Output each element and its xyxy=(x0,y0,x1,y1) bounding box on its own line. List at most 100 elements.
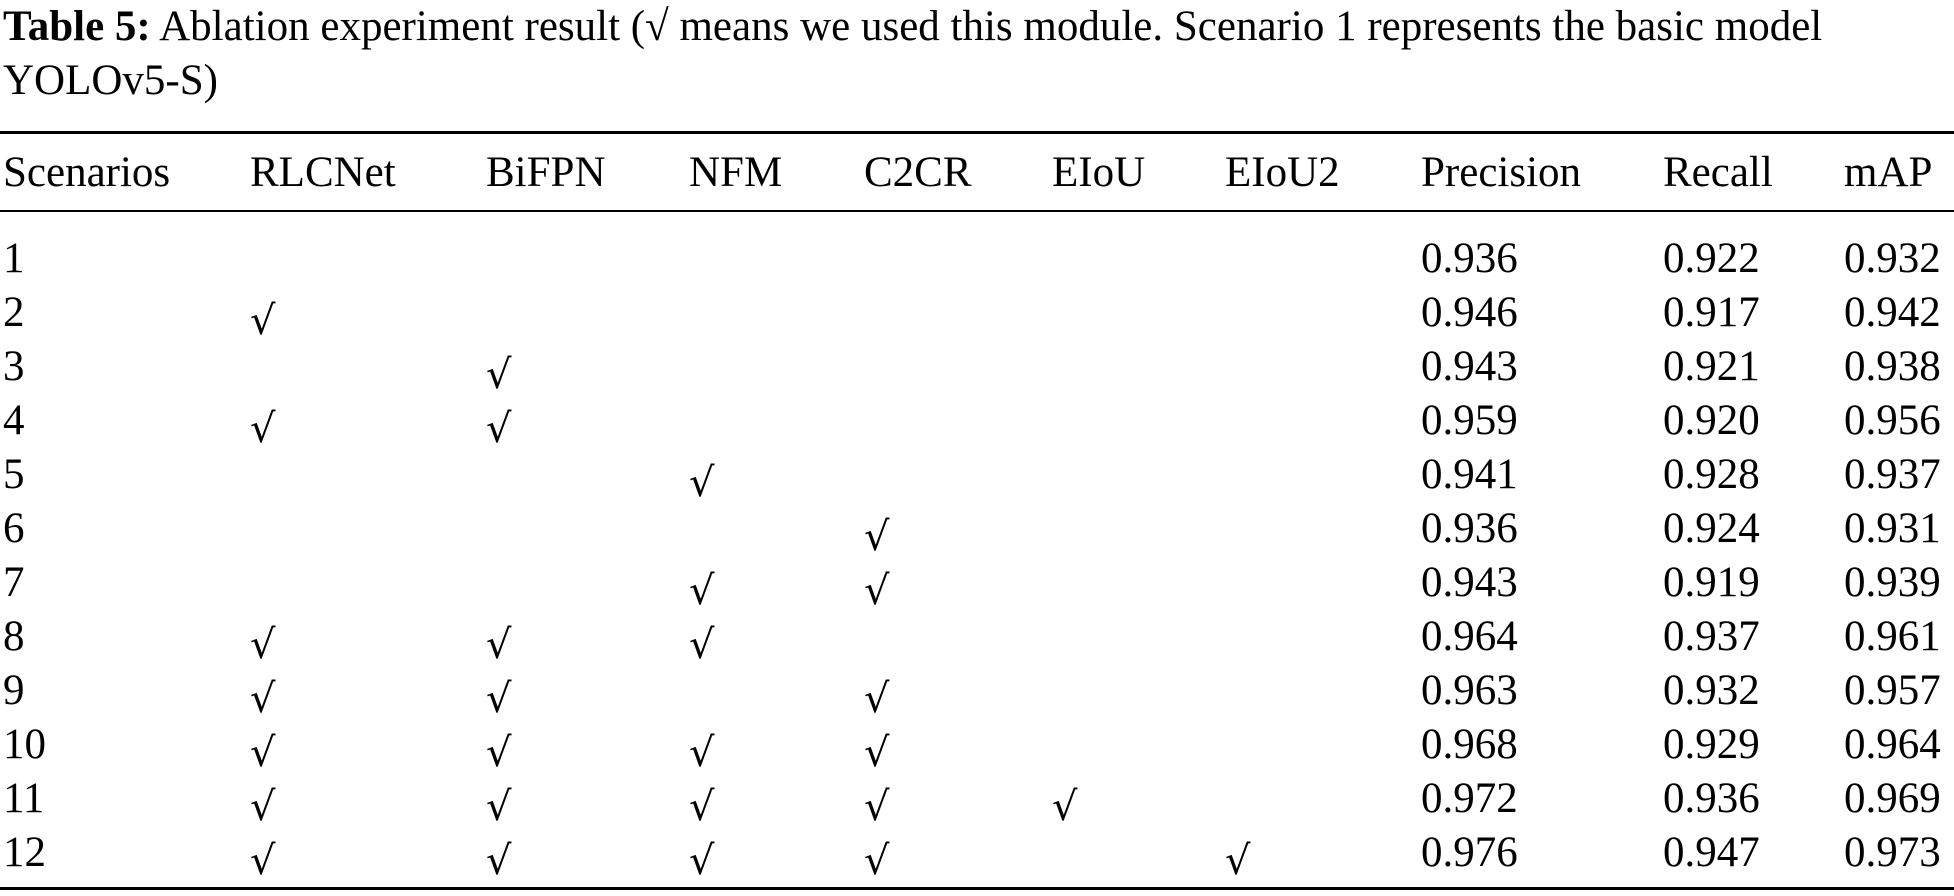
cell-value: 0.956 xyxy=(1844,397,1941,444)
header-row: Scenarios RLCNet BiFPN NFM C2CR EIoU EIo… xyxy=(0,134,1954,210)
metric-cell: 0.972 xyxy=(1421,772,1663,826)
metric-cell: 0.961 xyxy=(1844,610,1954,664)
module-cell xyxy=(689,340,864,394)
module-cell: √ xyxy=(250,610,486,664)
check-mark-icon: √ xyxy=(250,676,276,718)
module-cell xyxy=(864,610,1052,664)
cell-value: 8 xyxy=(3,613,25,660)
scenario-cell: 11 xyxy=(0,772,250,826)
module-cell: √ xyxy=(250,286,486,340)
module-cell xyxy=(689,664,864,718)
scenario-cell: 4 xyxy=(0,394,250,448)
scenario-cell: 5 xyxy=(0,448,250,502)
check-mark-icon: √ xyxy=(1052,784,1078,826)
cell-value: 0.972 xyxy=(1421,775,1518,822)
module-cell: √ xyxy=(689,826,864,880)
check-mark-icon: √ xyxy=(486,676,512,718)
check-mark-icon: √ xyxy=(864,784,890,826)
check-mark-icon: √ xyxy=(486,406,512,448)
scenario-cell: 3 xyxy=(0,340,250,394)
cell-value: 6 xyxy=(3,505,25,552)
column-header: EIoU xyxy=(1052,148,1146,196)
module-cell: √ xyxy=(689,772,864,826)
scenario-cell: 9 xyxy=(0,664,250,718)
check-mark-icon: √ xyxy=(864,838,890,880)
module-cell: √ xyxy=(1052,772,1225,826)
metric-cell: 0.942 xyxy=(1844,286,1954,340)
metric-cell: 0.932 xyxy=(1844,210,1954,286)
metric-cell: 0.969 xyxy=(1844,772,1954,826)
cell-value: 0.917 xyxy=(1663,289,1760,336)
table-row: 8 √ √ √ 0.964 0.937 0.961 xyxy=(0,610,1954,664)
cell-value: 0.964 xyxy=(1421,613,1518,660)
check-mark-icon: √ xyxy=(250,298,276,340)
check-mark-icon: √ xyxy=(864,730,890,772)
module-cell xyxy=(689,394,864,448)
cell-value: 0.942 xyxy=(1844,289,1941,336)
column-header: mAP xyxy=(1844,148,1933,196)
cell-value: 0.931 xyxy=(1844,505,1941,552)
module-cell xyxy=(1052,502,1225,556)
check-mark-icon: √ xyxy=(689,622,715,664)
module-cell: √ xyxy=(864,772,1052,826)
scenario-cell: 8 xyxy=(0,610,250,664)
cell-value: 5 xyxy=(3,451,25,498)
metric-cell: 0.928 xyxy=(1663,448,1844,502)
module-cell xyxy=(486,556,689,610)
cell-value: 0.937 xyxy=(1663,613,1760,660)
top-rule xyxy=(0,131,1954,134)
check-mark-icon: √ xyxy=(689,460,715,502)
metric-cell: 0.932 xyxy=(1663,664,1844,718)
metric-cell: 0.943 xyxy=(1421,340,1663,394)
metric-cell: 0.946 xyxy=(1421,286,1663,340)
metric-cell: 0.976 xyxy=(1421,826,1663,880)
module-cell: √ xyxy=(486,394,689,448)
module-cell xyxy=(250,502,486,556)
check-mark-icon: √ xyxy=(864,676,890,718)
module-cell: √ xyxy=(486,664,689,718)
cell-value: 0.957 xyxy=(1844,667,1941,714)
check-mark-icon: √ xyxy=(250,622,276,664)
cell-value: 10 xyxy=(3,721,46,768)
module-cell xyxy=(864,340,1052,394)
check-mark-icon: √ xyxy=(689,730,715,772)
check-mark-icon: √ xyxy=(486,730,512,772)
module-cell: √ xyxy=(689,610,864,664)
module-cell xyxy=(1052,826,1225,880)
cell-value: 0.947 xyxy=(1663,829,1760,876)
module-cell xyxy=(689,210,864,286)
metric-cell: 0.936 xyxy=(1421,502,1663,556)
column-header: EIoU2 xyxy=(1225,148,1340,196)
module-cell xyxy=(1052,394,1225,448)
module-cell xyxy=(1052,664,1225,718)
cell-value: 1 xyxy=(3,235,25,282)
module-cell xyxy=(1225,210,1421,286)
module-cell xyxy=(1052,340,1225,394)
cell-value: 9 xyxy=(3,667,25,714)
module-cell xyxy=(1052,718,1225,772)
metric-cell: 0.964 xyxy=(1421,610,1663,664)
module-cell: √ xyxy=(864,502,1052,556)
check-mark-icon: √ xyxy=(250,406,276,448)
check-mark-icon: √ xyxy=(864,568,890,610)
cell-value: 0.943 xyxy=(1421,343,1518,390)
cell-value: 0.963 xyxy=(1421,667,1518,714)
module-cell xyxy=(1052,286,1225,340)
cell-value: 0.973 xyxy=(1844,829,1941,876)
metric-cell: 0.963 xyxy=(1421,664,1663,718)
check-mark-icon: √ xyxy=(486,622,512,664)
cell-value: 0.946 xyxy=(1421,289,1518,336)
cell-value: 0.939 xyxy=(1844,559,1941,606)
cell-value: 0.936 xyxy=(1421,235,1518,282)
module-cell: √ xyxy=(250,394,486,448)
metric-cell: 0.936 xyxy=(1663,772,1844,826)
metric-cell: 0.938 xyxy=(1844,340,1954,394)
metric-cell: 0.937 xyxy=(1663,610,1844,664)
cell-value: 4 xyxy=(3,397,25,444)
